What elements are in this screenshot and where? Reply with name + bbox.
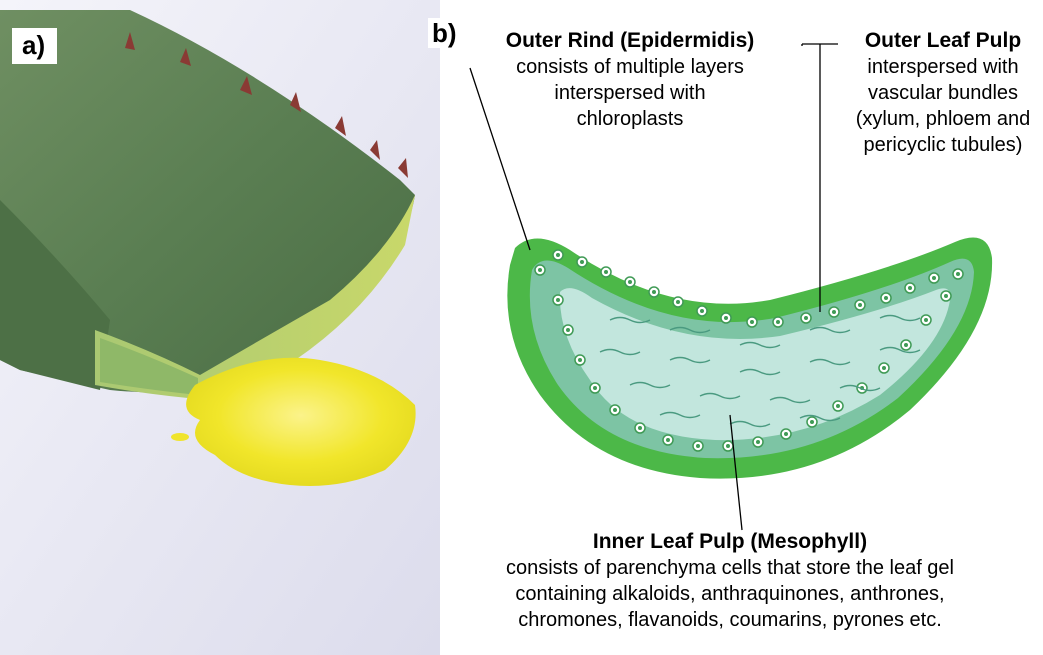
vascular-bundle-core [666,438,670,442]
vascular-bundle-core [784,432,788,436]
leaf-cross-section-diagram: Outer Rind (Epidermidis) consists of mul… [440,0,1043,655]
outer-rind-line-1: consists of multiple layers [480,54,780,80]
vascular-bundle-core [904,343,908,347]
aloe-leaf-illustration [0,0,440,655]
vascular-bundle-core [566,328,570,332]
vascular-bundle-core [593,386,597,390]
vascular-bundle-core [884,296,888,300]
vascular-bundle-core [810,420,814,424]
vascular-bundle-core [726,444,730,448]
vascular-bundle-core [556,253,560,257]
vascular-bundle-core [776,320,780,324]
vascular-bundle-core [836,404,840,408]
vascular-bundle-core [932,276,936,280]
aloe-photo: a) [0,0,440,655]
vascular-bundle-core [750,320,754,324]
inner-leaf-pulp-callout: Inner Leaf Pulp (Mesophyll) consists of … [430,529,1030,633]
panel-a-label: a) [12,28,57,64]
vascular-bundle-core [700,309,704,313]
vascular-bundle-core [832,310,836,314]
inner-leaf-pulp-line-2: containing alkaloids, anthraquinones, an… [430,581,1030,607]
vascular-bundle-core [858,303,862,307]
outer-rind-line-2: interspersed with [480,80,780,106]
outer-leaf-pulp-line-4: pericyclic tubules) [818,132,1043,158]
outer-leaf-pulp-callout: Outer Leaf Pulp interspersed with vascul… [818,28,1043,158]
vascular-bundle-core [628,280,632,284]
outer-leaf-pulp-line-1: interspersed with [818,54,1043,80]
outer-leaf-pulp-line-2: vascular bundles [818,80,1043,106]
vascular-bundle-core [638,426,642,430]
outer-leaf-pulp-title: Outer Leaf Pulp [818,28,1043,54]
vascular-bundle-core [882,366,886,370]
vascular-bundle-core [944,294,948,298]
vascular-bundle-core [556,298,560,302]
vascular-bundle-core [724,316,728,320]
vascular-bundle-core [804,316,808,320]
vascular-bundle-core [580,260,584,264]
vascular-bundle-core [604,270,608,274]
inner-leaf-pulp-title: Inner Leaf Pulp (Mesophyll) [430,529,1030,555]
outer-rind-title: Outer Rind (Epidermidis) [480,28,780,54]
vascular-bundle-core [696,444,700,448]
vascular-bundle-core [538,268,542,272]
vascular-bundle-core [578,358,582,362]
outer-rind-callout: Outer Rind (Epidermidis) consists of mul… [480,28,780,132]
inner-leaf-pulp-line-3: chromones, flavanoids, coumarins, pyrone… [430,607,1030,633]
outer-leaf-pulp-line-3: (xylum, phloem and [818,106,1043,132]
outer-rind-line-3: chloroplasts [480,106,780,132]
vascular-bundle-core [956,272,960,276]
vascular-bundle-core [908,286,912,290]
vascular-bundle-core [756,440,760,444]
inner-leaf-pulp-line-1: consists of parenchyma cells that store … [430,555,1030,581]
vascular-bundle-core [676,300,680,304]
vascular-bundle-core [924,318,928,322]
vascular-bundle-core [652,290,656,294]
gel-drop [171,433,189,441]
vascular-bundle-core [613,408,617,412]
